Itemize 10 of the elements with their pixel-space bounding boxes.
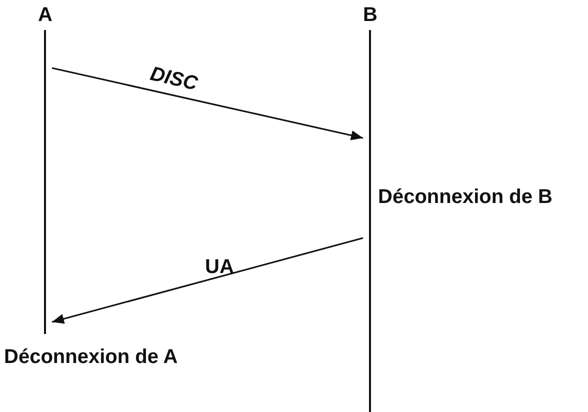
- participant-label: A: [38, 4, 52, 26]
- message-label: UA: [205, 256, 234, 278]
- message-arrow: [52, 67, 364, 140]
- message-arrow: [52, 237, 364, 324]
- participant-label: B: [363, 4, 377, 26]
- lifeline: [363, 4, 377, 412]
- message-label: DISC: [148, 62, 200, 96]
- event-note: Déconnexion de B: [378, 185, 554, 210]
- event-note: Déconnexion de A: [4, 345, 179, 370]
- lifeline: [38, 4, 52, 334]
